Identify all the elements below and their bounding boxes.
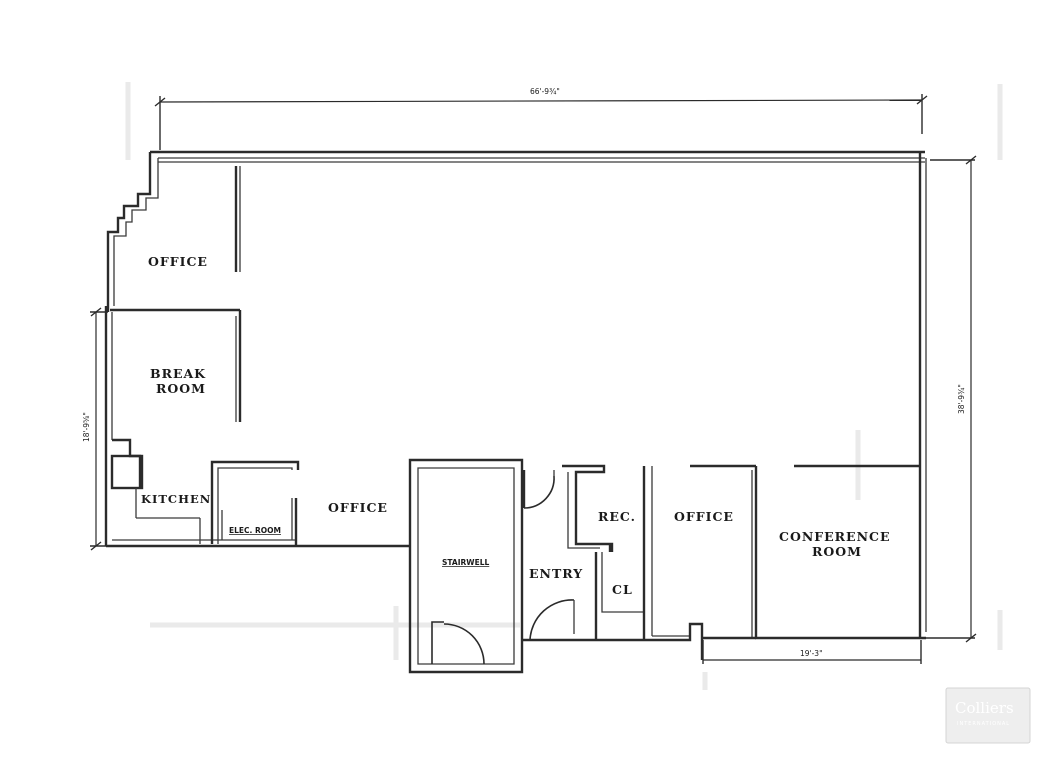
interior-walls <box>110 166 920 674</box>
room-label-office-center: OFFICE <box>328 500 388 515</box>
room-label-office-east: OFFICE <box>674 509 734 524</box>
room-labels: OFFICE BREAK ROOM KITCHEN ELEC. ROOM OFF… <box>141 254 890 597</box>
logo-brand: Colliers <box>955 699 1014 717</box>
room-label-conference-2: ROOM <box>812 544 862 559</box>
dimension-overall-depth: 38'-9¾" <box>925 155 977 643</box>
colliers-logo: Colliers INTERNATIONAL <box>945 687 1031 744</box>
dimension-conference-width: 19'-3" <box>702 640 922 664</box>
room-label-conference-1: CONFERENCE <box>779 529 890 544</box>
conference-width-label: 19'-3" <box>800 649 823 658</box>
overall-depth-label: 38'-9¾" <box>957 384 966 414</box>
room-label-cl: CL <box>612 582 633 597</box>
room-label-stairwell: STAIRWELL <box>442 558 489 567</box>
scan-ghost-lines <box>125 82 1003 690</box>
logo-sub: INTERNATIONAL <box>957 721 1010 727</box>
overall-width-label: 66'-9¾" <box>530 87 560 96</box>
exterior-walls <box>104 150 927 640</box>
west-wing-depth-label: 18'-9⅝" <box>82 412 91 442</box>
room-label-break-room-2: ROOM <box>156 381 206 396</box>
room-label-entry: ENTRY <box>529 566 583 581</box>
room-label-office-nw: OFFICE <box>148 254 208 269</box>
room-label-kitchen: KITCHEN <box>141 492 211 506</box>
room-label-break-room-1: BREAK <box>150 366 206 381</box>
room-label-elec-room: ELEC. ROOM <box>229 526 281 535</box>
dimension-overall-width: 66'-9¾" <box>154 87 928 150</box>
room-label-rec: REC. <box>598 509 636 524</box>
dimension-west-wing: 18'-9⅝" <box>82 307 108 551</box>
